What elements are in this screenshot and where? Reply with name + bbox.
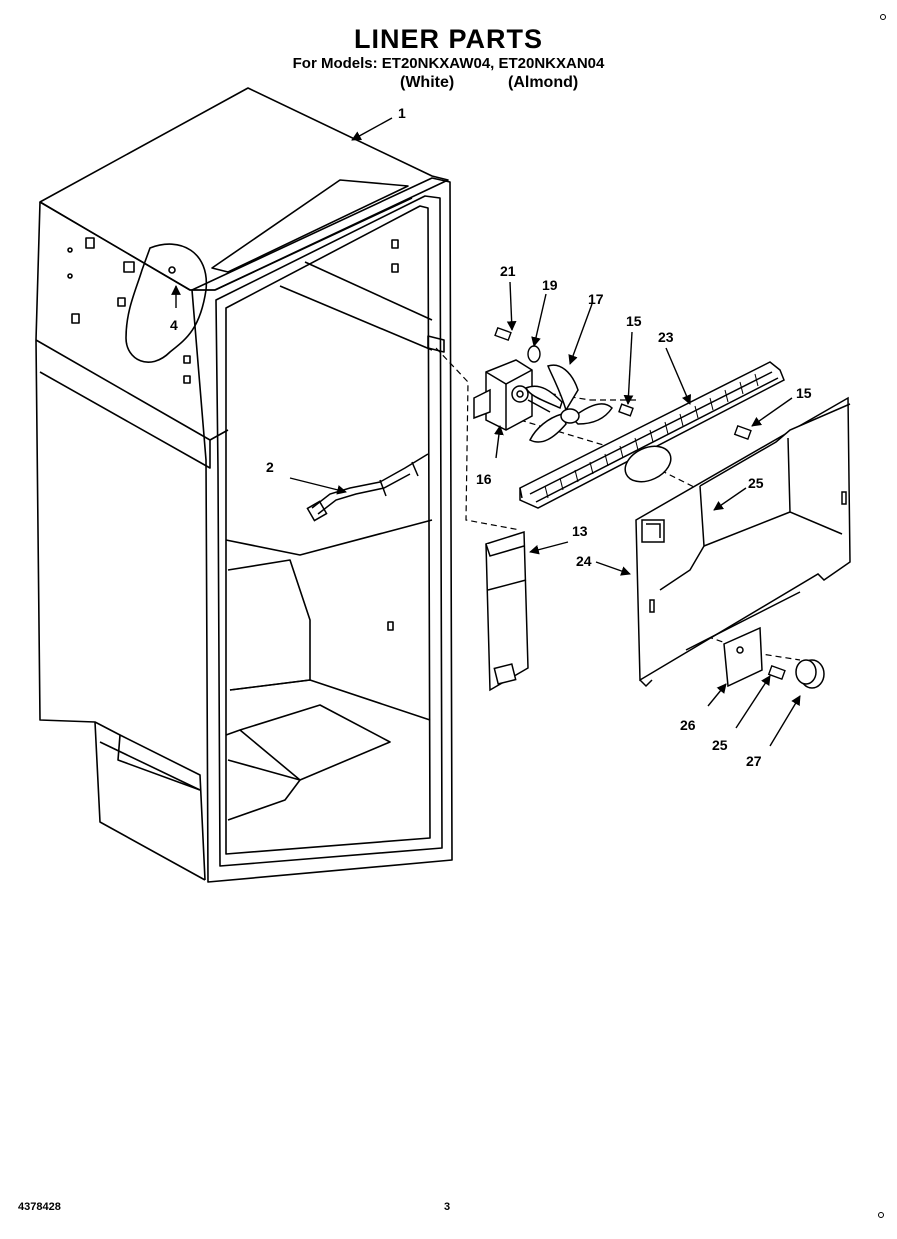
callout-24: 24 <box>576 553 592 569</box>
callout-26: 26 <box>680 717 696 733</box>
fan-motor <box>473 359 551 431</box>
page-title: LINER PARTS <box>353 24 543 54</box>
evaporator-grille <box>519 361 785 509</box>
doc-number: 4378428 <box>18 1201 61 1213</box>
variant-white: (White) <box>400 74 455 91</box>
callout-21: 21 <box>500 263 516 279</box>
rear-panel <box>635 396 851 688</box>
callout-15b: 15 <box>796 385 812 401</box>
corner-mark <box>878 1212 884 1218</box>
air-duct <box>485 530 529 692</box>
callout-labels: 1 4 2 21 19 17 15 23 15 25 16 13 24 26 2… <box>170 105 812 769</box>
callout-15a: 15 <box>626 313 642 329</box>
callout-23: 23 <box>658 329 674 345</box>
callout-27: 27 <box>746 753 762 769</box>
page-number: 3 <box>444 1201 451 1213</box>
callout-25b: 25 <box>712 737 728 753</box>
callout-2: 2 <box>266 459 274 475</box>
liner-cabinet <box>35 87 453 883</box>
callout-16: 16 <box>476 471 492 487</box>
callout-4: 4 <box>170 317 178 333</box>
callout-19: 19 <box>542 277 558 293</box>
callout-25a: 25 <box>748 475 764 491</box>
wire-harness <box>306 453 429 522</box>
variant-almond: (Almond) <box>508 74 579 91</box>
fan-blade <box>524 364 613 443</box>
callout-13: 13 <box>572 523 588 539</box>
callout-17: 17 <box>588 291 604 307</box>
corner-mark <box>880 14 886 20</box>
leader-arrows <box>171 117 801 747</box>
callout-1: 1 <box>398 105 406 121</box>
control-parts <box>723 626 825 689</box>
models-line: For Models: ET20NKXAW04, ET20NKXAN04 <box>292 55 605 72</box>
